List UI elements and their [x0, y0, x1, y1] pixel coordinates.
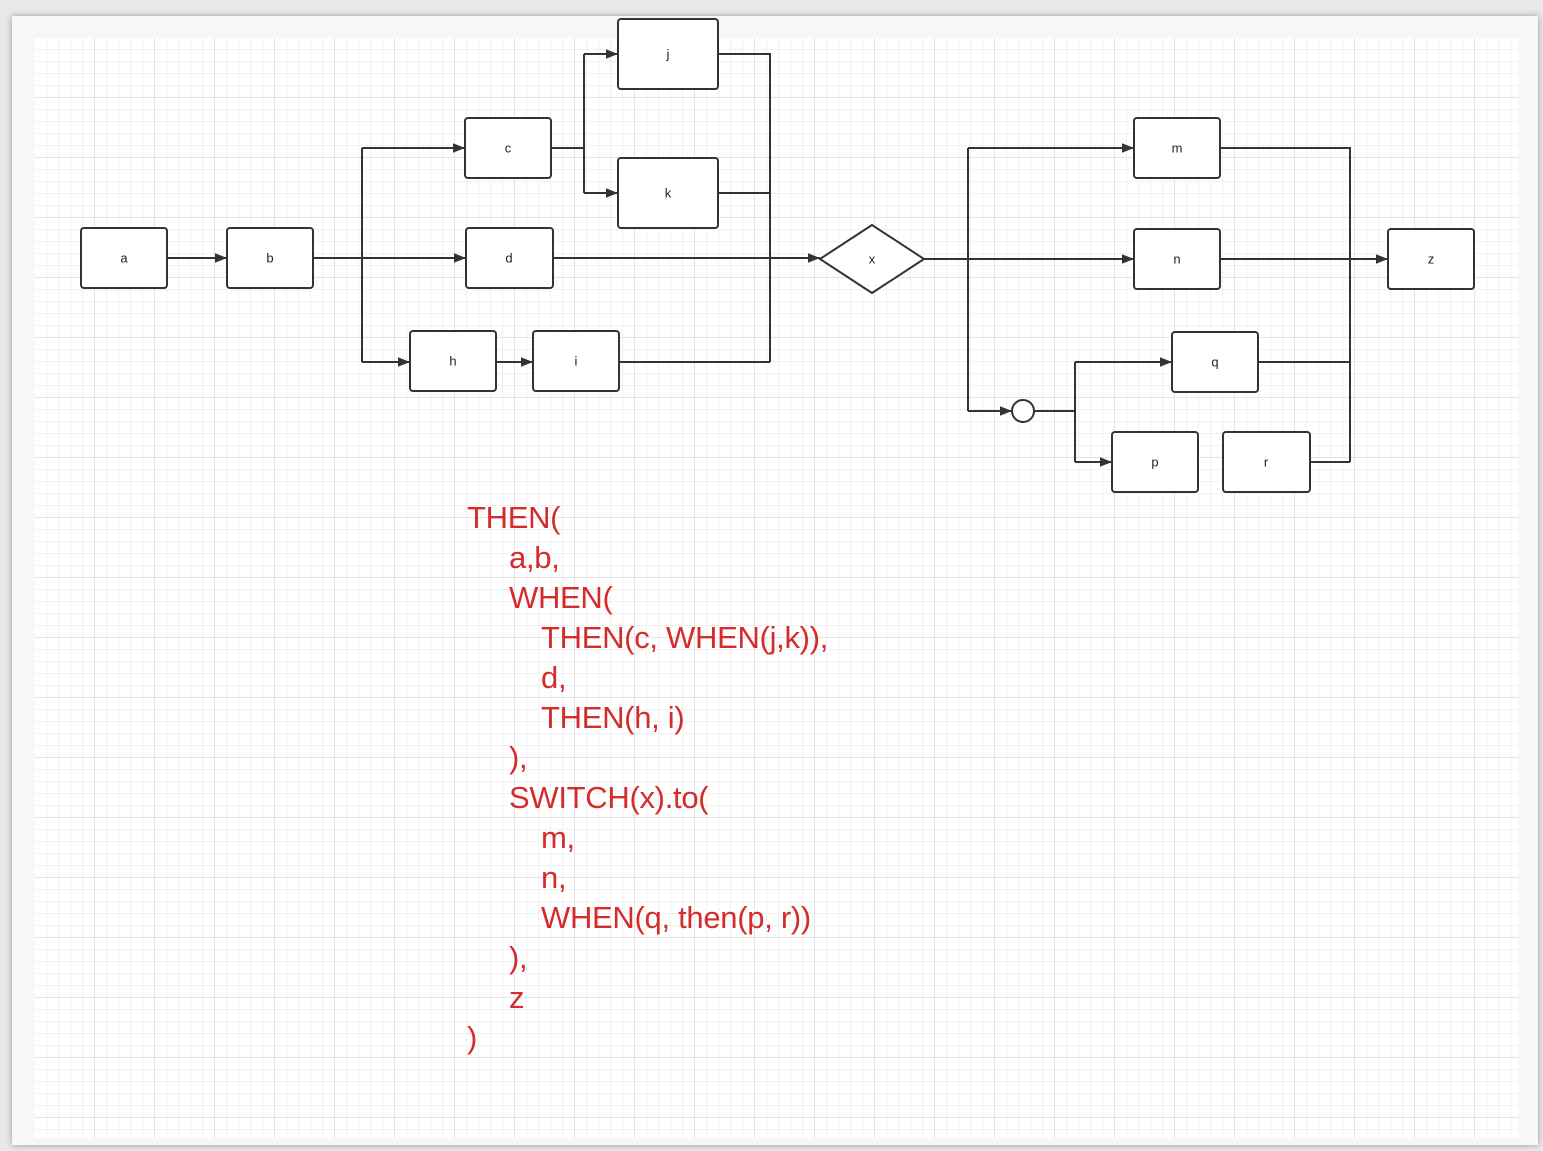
code-line: n, [541, 860, 567, 895]
node-q-label: q [1211, 354, 1218, 369]
node-i[interactable]: i [532, 330, 620, 392]
node-c-label: c [505, 140, 512, 155]
code-line: d, [541, 660, 567, 695]
code-block: THEN( a,b, WHEN( THEN(c, WHEN(j,k)), d, … [467, 498, 828, 1058]
node-h[interactable]: h [409, 330, 497, 392]
code-line: ), [509, 940, 528, 975]
node-z[interactable]: z [1387, 228, 1475, 290]
node-m-label: m [1172, 140, 1183, 155]
node-n-label: n [1173, 251, 1180, 266]
code-line: THEN( [467, 500, 561, 535]
node-c[interactable]: c [464, 117, 552, 179]
code-line: THEN(c, WHEN(j,k)), [541, 620, 829, 655]
edge-m-join [1220, 147, 1351, 462]
grid-canvas [35, 38, 1518, 1138]
code-line: SWITCH(x).to( [509, 780, 709, 815]
node-a-label: a [120, 250, 128, 265]
code-line: WHEN(q, then(p, r)) [541, 900, 811, 935]
node-d-label: d [505, 250, 512, 265]
node-r-label: r [1264, 454, 1269, 469]
edges [167, 49, 1388, 467]
node-i-label: i [575, 353, 578, 368]
node-k-label: k [665, 185, 672, 200]
node-d[interactable]: d [465, 227, 554, 289]
node-b[interactable]: b [226, 227, 314, 289]
node-b-label: b [266, 250, 273, 265]
node-n[interactable]: n [1133, 228, 1221, 290]
node-q[interactable]: q [1171, 331, 1259, 393]
code-line: THEN(h, i) [541, 700, 685, 735]
node-x-label: x [869, 251, 876, 266]
node-k[interactable]: k [617, 157, 719, 229]
code-line: m, [541, 820, 575, 855]
node-j-label: j [666, 46, 670, 61]
edge-j-join [718, 53, 771, 362]
code-line: ) [467, 1020, 478, 1055]
node-r[interactable]: r [1222, 431, 1311, 493]
node-j[interactable]: j [617, 18, 719, 90]
code-line: z [509, 980, 525, 1015]
node-p-label: p [1151, 454, 1158, 469]
node-z-label: z [1428, 251, 1435, 266]
node-a[interactable]: a [80, 227, 168, 289]
node-h-label: h [449, 353, 456, 368]
code-line: ), [509, 740, 528, 775]
node-x[interactable]: x [818, 223, 926, 295]
node-p[interactable]: p [1111, 431, 1199, 493]
node-circle[interactable] [1011, 399, 1035, 423]
code-line: a,b, [509, 540, 560, 575]
node-m[interactable]: m [1133, 117, 1221, 179]
code-line: WHEN( [509, 580, 613, 615]
